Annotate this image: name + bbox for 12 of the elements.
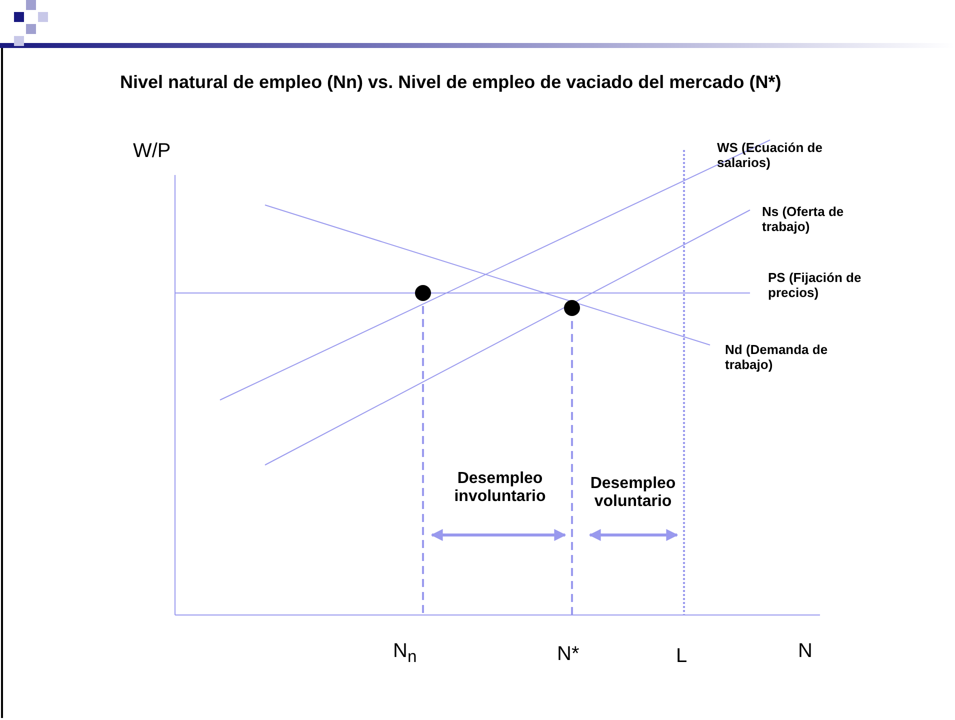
curve-label: WS (Ecuación de salarios)	[717, 140, 824, 170]
axis-tick-label: N*	[557, 643, 580, 666]
region-label: Desempleo involuntario	[453, 470, 547, 506]
axis-tick-label: N$_{n}$	[393, 640, 417, 667]
curve-label: PS (Fijación de precios)	[768, 270, 862, 300]
curve-label: Ns (Oferta de trabajo)	[762, 204, 845, 234]
region-label: Desempleo voluntario	[589, 475, 677, 511]
axis-label: N	[798, 640, 812, 663]
curve-label: Nd (Demanda de trabajo)	[725, 342, 829, 372]
title-text: Nivel natural de empleo (Nn) vs. Nivel de empleo de vaciado del mercado (N*)	[120, 72, 782, 93]
axis-tick-label: L	[676, 645, 688, 668]
axis-label: W/P	[133, 140, 171, 163]
